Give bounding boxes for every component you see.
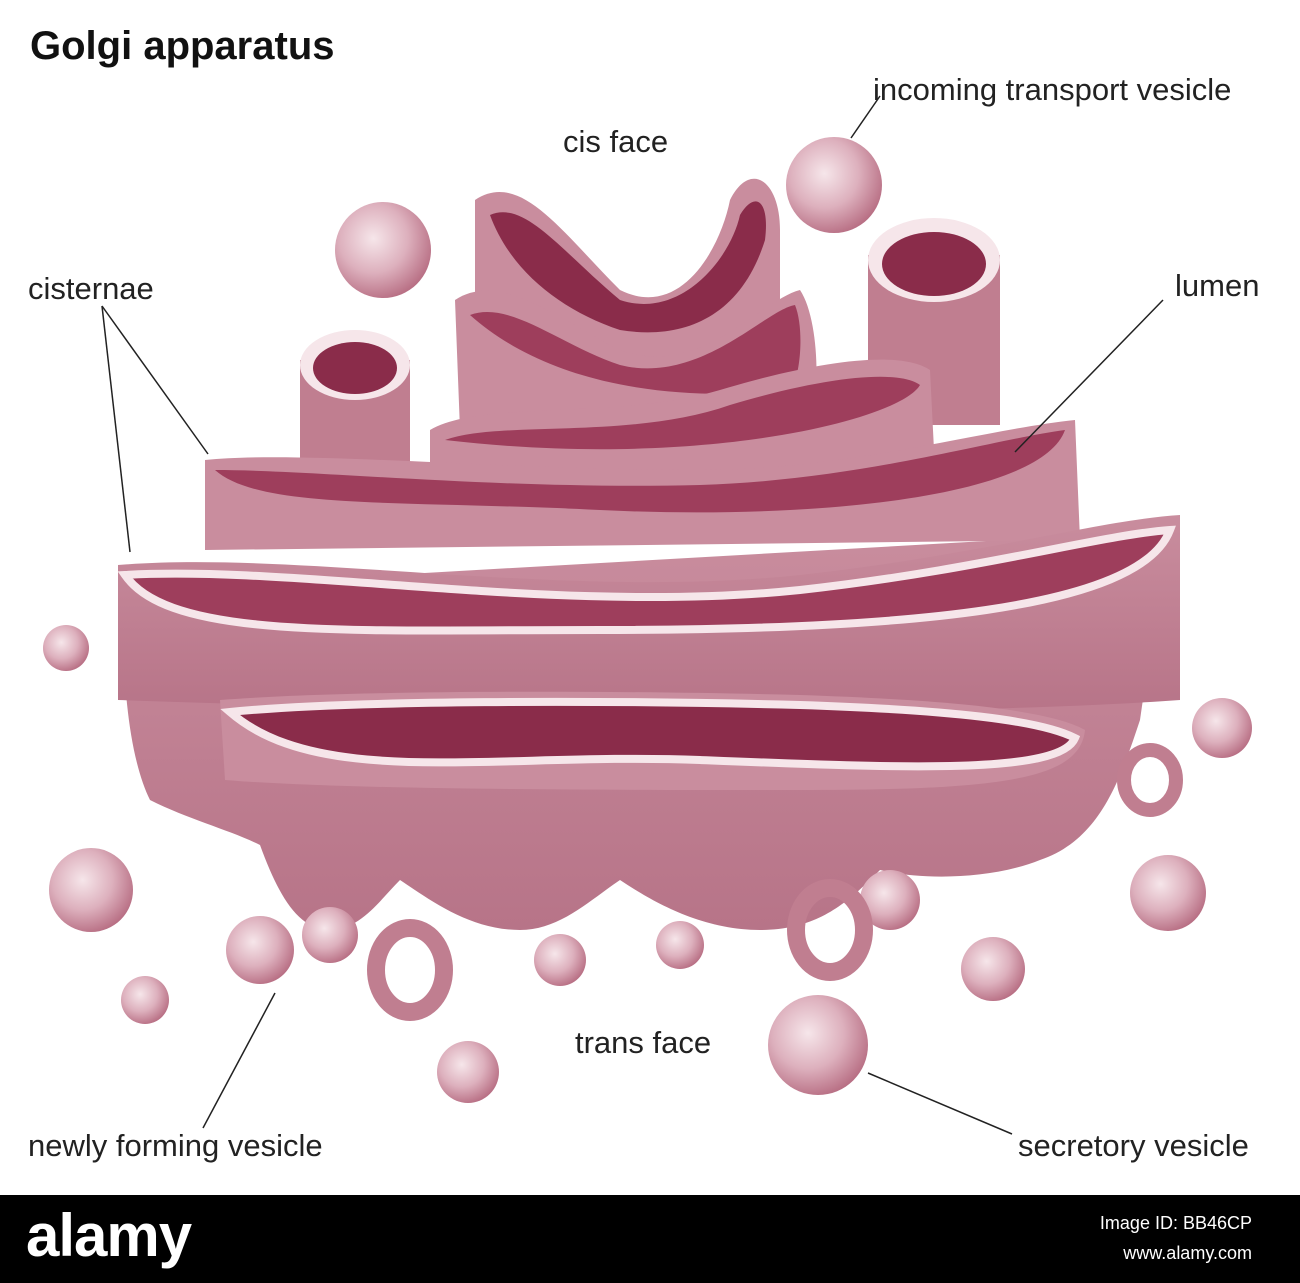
vesicle bbox=[49, 848, 133, 932]
label-incoming-transport-vesicle: incoming transport vesicle bbox=[873, 72, 1232, 107]
vesicle bbox=[961, 937, 1025, 1001]
cisternae-stack bbox=[117, 290, 1180, 790]
vesicle bbox=[121, 976, 169, 1024]
vesicle bbox=[1192, 698, 1252, 758]
vesicle bbox=[437, 1041, 499, 1103]
vesicle-secretory bbox=[768, 995, 868, 1095]
label-secretory-vesicle: secretory vesicle bbox=[1018, 1128, 1249, 1163]
golgi-diagram: Golgi apparatus cis face incoming transp… bbox=[28, 24, 1260, 1163]
image-id: Image ID: BB46CP bbox=[1099, 1213, 1252, 1233]
golgi-illustration bbox=[43, 95, 1252, 1135]
vesicle bbox=[1130, 855, 1206, 931]
vesicles bbox=[43, 137, 1252, 1103]
leader-lines bbox=[101, 95, 1164, 1135]
vesicle-incoming bbox=[786, 137, 882, 233]
diagram-title: Golgi apparatus bbox=[30, 24, 335, 68]
vesicle bbox=[43, 625, 89, 671]
watermark-footer: alamy Image ID: BB46CP www.alamy.com bbox=[0, 1195, 1300, 1283]
site-url: www.alamy.com bbox=[1123, 1243, 1252, 1263]
label-newly-forming-vesicle: newly forming vesicle bbox=[28, 1128, 323, 1163]
label-cis-face: cis face bbox=[563, 124, 669, 159]
label-trans-face: trans face bbox=[575, 1025, 712, 1060]
label-cisternae: cisternae bbox=[28, 271, 154, 306]
label-lumen: lumen bbox=[1175, 268, 1260, 303]
brand-logo: alamy bbox=[26, 1202, 192, 1269]
vesicle bbox=[335, 202, 431, 298]
